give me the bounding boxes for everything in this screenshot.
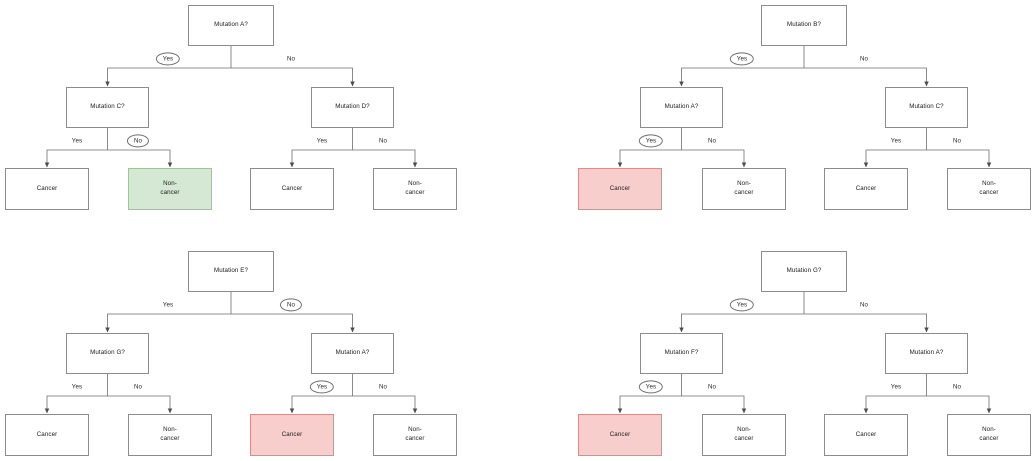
tree-3-leaf-node-0[interactable]: Cancer [5,414,89,456]
tree-3-internal-edge-label-2-yes[interactable]: Yes [309,380,335,394]
tree-1-leaf-node-3[interactable]: Non- cancer [373,168,457,210]
tree-2-leaf-node-0[interactable]: Cancer [578,168,662,210]
tree-1-internal-edge-label-0-yes[interactable]: Yes [71,137,83,145]
tree-2-internal-node-0[interactable]: Mutation A? [640,87,723,128]
tree-3-root-node[interactable]: Mutation E? [188,251,274,292]
tree-2-leaf-node-2[interactable]: Cancer [824,168,908,210]
tree-4-leaf-node-1[interactable]: Non- cancer [702,414,786,456]
tree-3-internal-edge-label-3-no[interactable]: No [378,383,388,391]
tree-2-internal-edge-label-3-no[interactable]: No [952,137,962,145]
tree-4-internal-edge-label-2-yes[interactable]: Yes [890,383,902,391]
tree-1-leaf-node-1[interactable]: Non- cancer [128,168,212,210]
tree-3-root-edge-label-1-no[interactable]: No [279,298,303,312]
tree-3-leaf-node-3[interactable]: Non- cancer [373,414,457,456]
tree-2-root-edge-label-0-yes[interactable]: Yes [729,52,755,66]
tree-1-root-edge-label-1-no[interactable]: No [286,55,296,63]
tree-2-internal-node-1[interactable]: Mutation C? [885,87,968,128]
tree-1-leaf-node-2[interactable]: Cancer [250,168,334,210]
tree-2-internal-edge-label-2-yes[interactable]: Yes [890,137,902,145]
tree-2-internal-edge-label-0-yes[interactable]: Yes [638,134,664,148]
tree-4-root-edge-label-0-yes[interactable]: Yes [729,298,755,312]
tree-1-internal-edge-label-1-no[interactable]: No [126,134,150,148]
tree-4-leaf-node-0[interactable]: Cancer [578,414,662,456]
tree-4-internal-edge-label-3-no[interactable]: No [952,383,962,391]
tree-4-leaf-node-3[interactable]: Non- cancer [947,414,1031,456]
tree-1-leaf-node-0[interactable]: Cancer [5,168,89,210]
tree-4-internal-edge-label-1-no[interactable]: No [707,383,717,391]
tree-4-internal-node-0[interactable]: Mutation F? [640,333,723,374]
tree-3-internal-edge-label-1-no[interactable]: No [133,383,143,391]
tree-2-leaf-node-1[interactable]: Non- cancer [702,168,786,210]
tree-3-internal-node-0[interactable]: Mutation G? [66,333,149,374]
tree-3-internal-node-1[interactable]: Mutation A? [311,333,394,374]
tree-1-root-edge-label-0-yes[interactable]: Yes [155,52,181,66]
tree-2-root-node[interactable]: Mutation B? [761,5,847,46]
tree-1-internal-edge-label-3-no[interactable]: No [378,137,388,145]
tree-1-internal-edge-label-2-yes[interactable]: Yes [316,137,328,145]
tree-4-leaf-node-2[interactable]: Cancer [824,414,908,456]
tree-2-leaf-node-3[interactable]: Non- cancer [947,168,1031,210]
tree-2-root-edge-label-1-no[interactable]: No [859,55,869,63]
tree-4-root-node[interactable]: Mutation G? [761,251,847,292]
tree-1-internal-node-1[interactable]: Mutation D? [311,87,394,128]
tree-3-root-edge-label-0-yes[interactable]: Yes [162,301,174,309]
tree-3-leaf-node-2[interactable]: Cancer [250,414,334,456]
tree-2-internal-edge-label-1-no[interactable]: No [707,137,717,145]
tree-3-internal-edge-label-0-yes[interactable]: Yes [71,383,83,391]
tree-4-internal-node-1[interactable]: Mutation A? [885,333,968,374]
tree-1-internal-node-0[interactable]: Mutation C? [66,87,149,128]
tree-3-leaf-node-1[interactable]: Non- cancer [128,414,212,456]
tree-1-root-node[interactable]: Mutation A? [188,5,274,46]
tree-4-root-edge-label-1-no[interactable]: No [859,301,869,309]
tree-4-internal-edge-label-0-yes[interactable]: Yes [638,380,664,394]
